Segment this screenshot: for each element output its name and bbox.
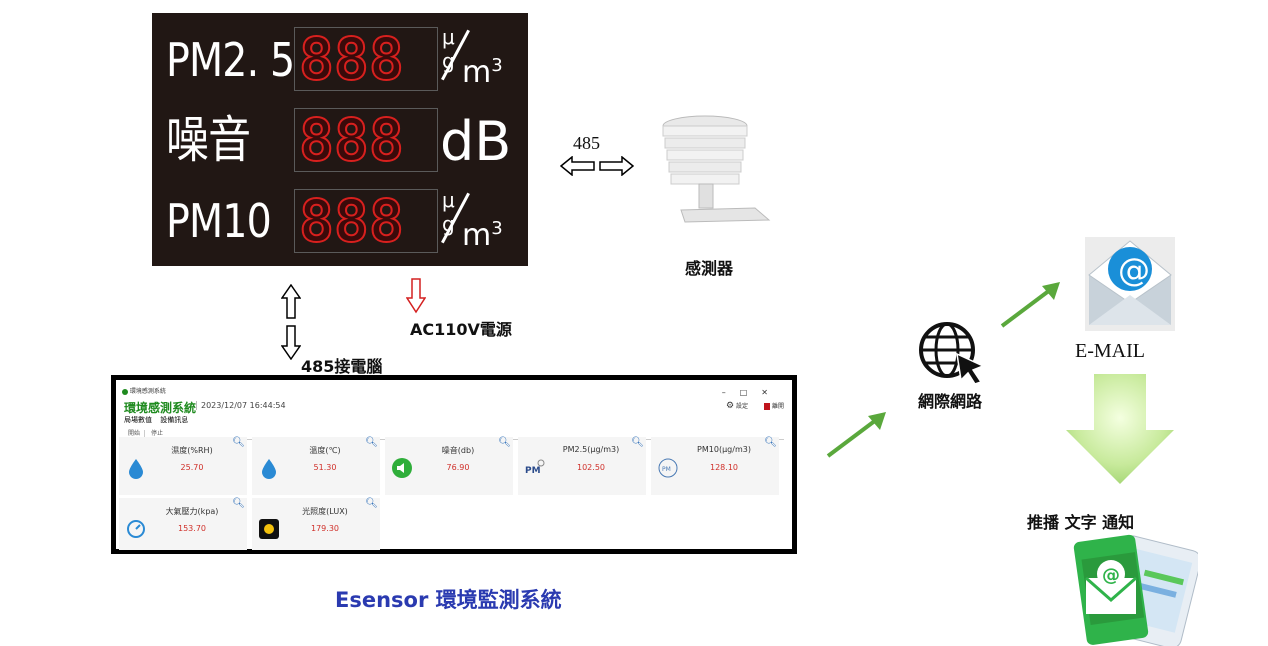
tab-bar: 局場數值 設備訊息 xyxy=(124,415,194,425)
pm25-icon: PM xyxy=(525,459,545,476)
gear-icon: ⚙ xyxy=(725,401,735,411)
water-drop-icon xyxy=(262,459,276,479)
led-display-board: PM2. 5 噪音 PM10 888 888 888 μ g m3 dB μ g… xyxy=(152,13,528,266)
gauge-icon xyxy=(127,520,145,538)
window-titlebar: 環境感測系統 xyxy=(122,386,166,395)
water-drop-icon xyxy=(129,459,143,479)
app-title: 環境感測系統 xyxy=(124,401,197,415)
search-icon[interactable]: 🔍︎ xyxy=(365,498,378,509)
power-arrow-icon xyxy=(406,278,426,314)
logout-label: 離開 xyxy=(771,403,784,410)
card-name: 濕度(%RH) xyxy=(171,446,213,455)
pm25-digit-text: 888 xyxy=(298,25,405,93)
noise-digits: 888 xyxy=(294,108,438,172)
email-icon: @ xyxy=(1085,237,1175,331)
card-value: 179.30 xyxy=(311,524,339,533)
sensor-label: 感測器 xyxy=(685,259,734,278)
svg-text:@: @ xyxy=(1118,251,1150,289)
pm10-card: PM PM10(μg/m3) 128.10 🔍︎ xyxy=(651,437,779,495)
svg-text:PM: PM xyxy=(662,466,671,473)
unit-m: m xyxy=(462,218,492,253)
search-icon[interactable]: 🔍︎ xyxy=(232,498,245,509)
search-icon[interactable]: 🔍︎ xyxy=(498,437,511,448)
card-value: 51.30 xyxy=(313,463,337,472)
sensor-icon xyxy=(662,115,771,223)
noise-label: 噪音 xyxy=(166,111,251,169)
pm25-digits: 888 xyxy=(294,27,438,91)
pm10-icon: PM xyxy=(658,458,678,478)
window-controls[interactable]: –□✕ xyxy=(721,388,782,397)
card-name: 噪音(db) xyxy=(441,446,475,455)
window-title: 環境感測系統 xyxy=(129,388,166,395)
card-name: 光照度(LUX) xyxy=(302,507,348,516)
system-caption: Esensor 環境監測系統 xyxy=(335,588,562,612)
stop-button[interactable]: 停止 xyxy=(150,430,163,437)
pressure-card: 大氣壓力(kpa) 153.70 🔍︎ xyxy=(119,498,247,550)
datetime: 2023/12/07 16:44:54 xyxy=(196,401,286,410)
vertical-bidirectional-arrow-icon xyxy=(281,284,301,360)
push-notification-label: 推播 文字 通知 xyxy=(1027,513,1135,532)
search-icon[interactable]: 🔍︎ xyxy=(764,437,777,448)
temperature-card: 溫度(℃) 51.30 🔍︎ xyxy=(252,437,380,495)
logout-button[interactable]: 離開 xyxy=(764,401,784,410)
unit-mu: μ g xyxy=(442,188,455,236)
search-icon[interactable]: 🔍︎ xyxy=(631,437,644,448)
unit-m: m xyxy=(462,55,492,90)
svg-text:@: @ xyxy=(1102,565,1120,586)
card-value: 25.70 xyxy=(180,463,204,472)
bidirectional-arrow-icon xyxy=(560,156,634,176)
card-value: 102.50 xyxy=(577,463,605,472)
power-label: AC110V電源 xyxy=(410,320,512,339)
down-arrow-icon xyxy=(1066,374,1174,484)
card-value: 153.70 xyxy=(178,524,206,533)
card-value: 76.90 xyxy=(446,463,470,472)
rs485-label: 485 xyxy=(573,133,600,153)
pm25-label: PM2. 5 xyxy=(166,33,295,87)
unit-exp: 3 xyxy=(491,218,503,239)
app-window: 環境感測系統 –□✕ 環境感測系統 2023/12/07 16:44:54 ⚙ … xyxy=(111,375,797,554)
pm10-digits: 888 xyxy=(294,189,438,253)
sun-icon xyxy=(259,519,279,539)
card-name: PM10(μg/m3) xyxy=(697,445,751,454)
email-label: E-MAIL xyxy=(1075,340,1145,362)
unit-exp: 3 xyxy=(491,55,503,76)
card-name: 大氣壓力(kpa) xyxy=(165,507,219,516)
noise-card: 噪音(db) 76.90 🔍︎ xyxy=(385,437,513,495)
card-value: 128.10 xyxy=(710,463,738,472)
speaker-icon xyxy=(392,458,412,478)
search-icon[interactable]: 🔍︎ xyxy=(365,437,378,448)
phone-message-icon: @ xyxy=(1073,534,1198,646)
pm25-card: PM PM2.5(μg/m3) 102.50 🔍︎ xyxy=(518,437,646,495)
noise-digit-text: 888 xyxy=(298,106,405,174)
app-logo-icon xyxy=(122,388,128,395)
exit-icon xyxy=(764,403,771,410)
unit-mu: μ g xyxy=(442,25,455,73)
svg-text:PM: PM xyxy=(525,466,541,476)
tab-device-info[interactable]: 設備訊息 xyxy=(160,416,189,424)
humidity-card: 濕度(%RH) 25.70 🔍︎ xyxy=(119,437,247,495)
pc-connection-label: 485接電腦 xyxy=(301,357,383,376)
illuminance-card: 光照度(LUX) 179.30 🔍︎ xyxy=(252,498,380,550)
pm10-label: PM10 xyxy=(166,194,272,248)
noise-unit: dB xyxy=(440,110,512,173)
pm10-digit-text: 888 xyxy=(298,187,405,255)
green-arrow-icon xyxy=(1000,282,1060,328)
settings-label: 設定 xyxy=(735,403,748,410)
start-button[interactable]: 開始 xyxy=(124,430,146,437)
green-arrow-icon xyxy=(826,412,886,458)
network-label: 網際網路 xyxy=(918,392,983,411)
search-icon[interactable]: 🔍︎ xyxy=(232,437,245,448)
card-name: 溫度(℃) xyxy=(309,446,341,455)
settings-button[interactable]: ⚙ 設定 xyxy=(726,401,748,411)
card-name: PM2.5(μg/m3) xyxy=(562,445,620,454)
tab-field-values[interactable]: 局場數值 xyxy=(124,416,152,424)
globe-cursor-icon xyxy=(919,322,985,385)
